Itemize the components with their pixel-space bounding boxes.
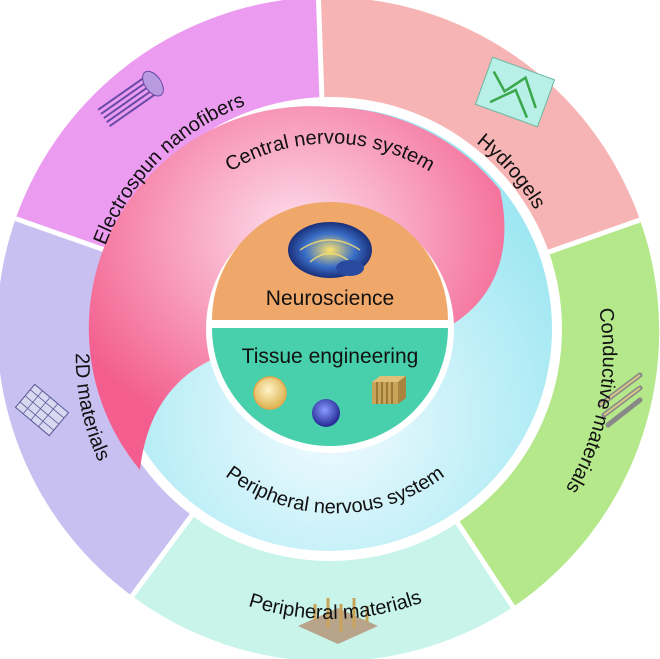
brain-icon <box>288 222 372 278</box>
graphene-sheet-icon <box>14 383 70 437</box>
conductive-tubes-icon <box>597 372 643 428</box>
tissue-engineering-half <box>212 328 448 446</box>
scaffold-block-icon <box>372 376 406 404</box>
pillar-array-icon <box>298 598 378 644</box>
label-neuroscience: Neuroscience <box>266 287 394 310</box>
hydrogel-network-icon <box>474 56 556 128</box>
label-tissue-engineering: Tissue engineering <box>242 345 419 368</box>
blue-cell-icon <box>312 399 340 427</box>
cell-sphere-icon <box>253 376 287 410</box>
nanofiber-bundle-icon <box>97 70 164 128</box>
